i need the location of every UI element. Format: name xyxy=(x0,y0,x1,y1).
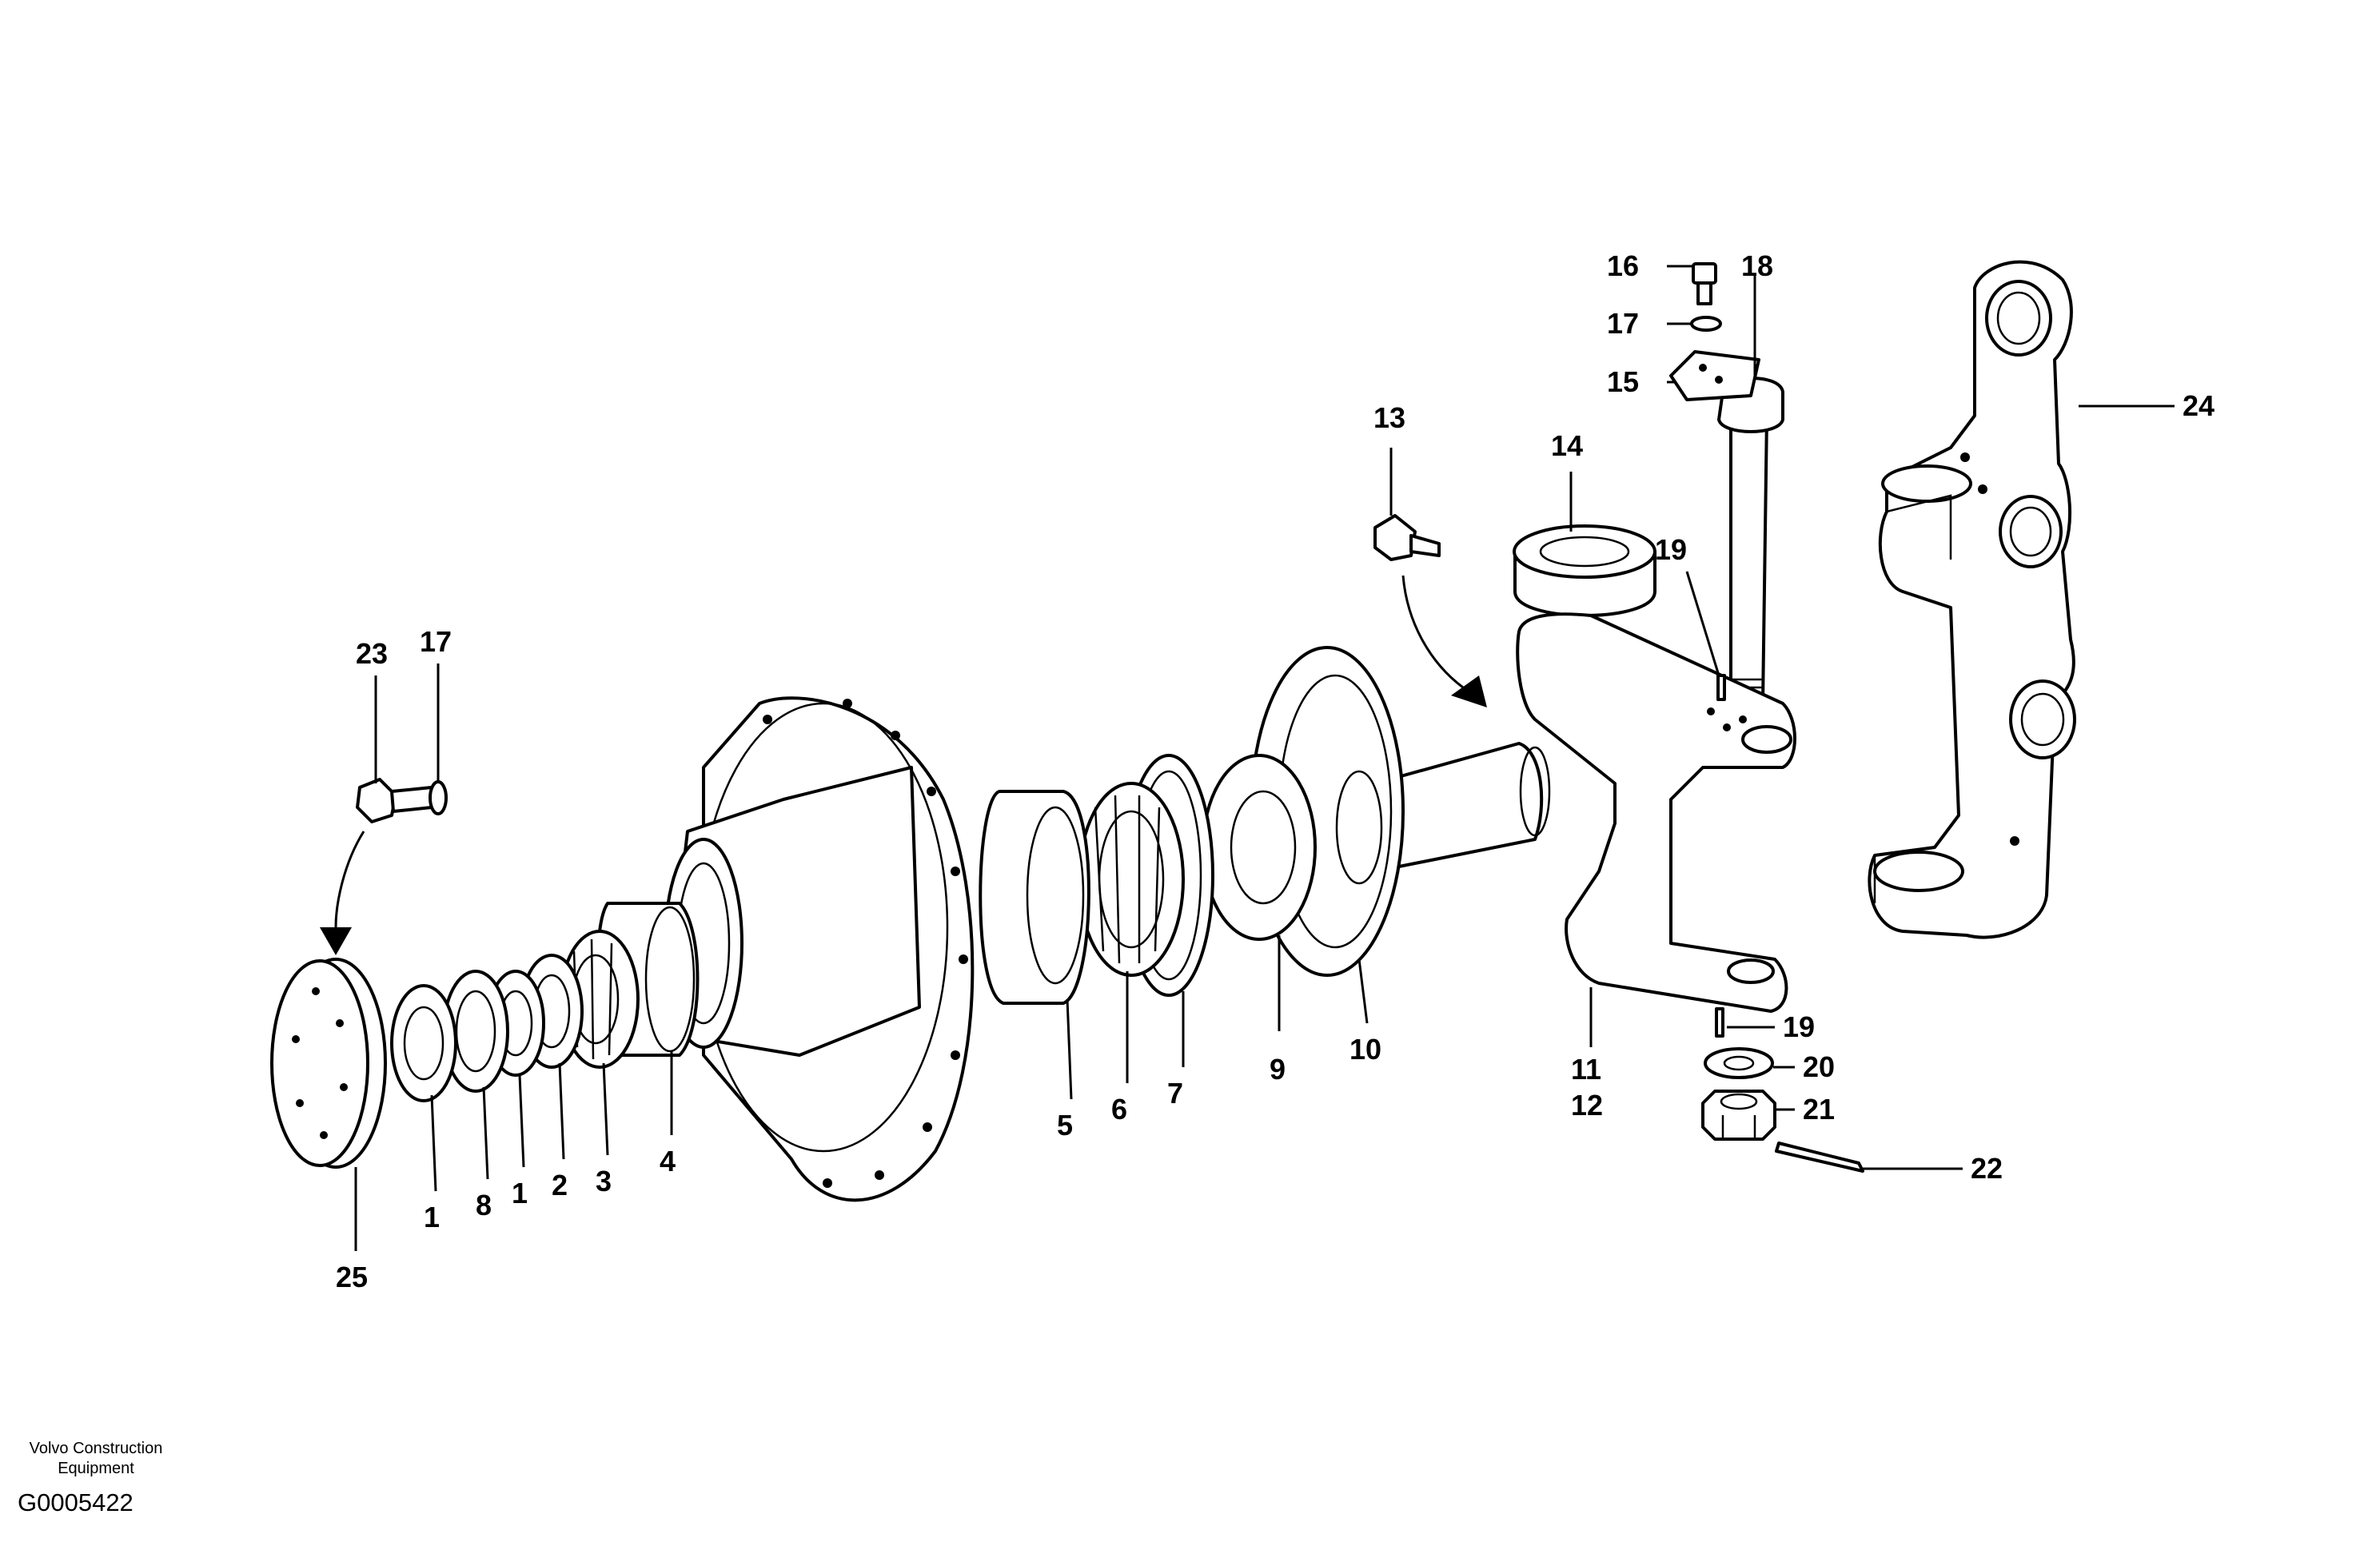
footer: Volvo Construction Equipment G0005422 xyxy=(18,1440,162,1516)
label-1-inner: 1 xyxy=(512,1177,528,1209)
label-20: 20 xyxy=(1803,1050,1835,1083)
part-11-12-steering-knuckle xyxy=(1373,612,1796,1013)
assembly-arrow-nipple xyxy=(1401,575,1487,707)
label-9: 9 xyxy=(1270,1053,1286,1086)
label-24: 24 xyxy=(2183,389,2215,422)
part-19-split-pin-bottom xyxy=(1715,1007,1724,1038)
label-17-top: 17 xyxy=(1607,307,1639,340)
part-25-hub-cap xyxy=(270,958,387,1169)
part-5-bearing-cup xyxy=(979,790,1090,1005)
label-3: 3 xyxy=(596,1165,612,1197)
label-5: 5 xyxy=(1057,1109,1073,1142)
label-22: 22 xyxy=(1971,1152,2003,1185)
part-22-cotter-pin xyxy=(1775,1142,1864,1173)
manufacturer-name-line1: Volvo Construction xyxy=(30,1440,163,1457)
part-17-washer-left xyxy=(429,780,448,815)
part-19-split-pin-top xyxy=(1716,674,1726,701)
label-19-bottom: 19 xyxy=(1783,1010,1815,1043)
part-9-seal xyxy=(1202,754,1317,941)
part-24-knuckle-bracket xyxy=(1868,260,2076,939)
label-23: 23 xyxy=(356,637,388,670)
part-21-castle-nut xyxy=(1701,1090,1776,1141)
label-6: 6 xyxy=(1111,1093,1127,1126)
label-14: 14 xyxy=(1551,429,1583,462)
part-labels: 16 17 15 18 13 14 19 24 23 17 19 20 21 2… xyxy=(336,249,2215,1293)
label-10: 10 xyxy=(1349,1033,1381,1066)
part-1-nut-outer xyxy=(390,984,457,1102)
part-13-grease-nipple xyxy=(1373,514,1441,561)
label-16: 16 xyxy=(1607,249,1639,282)
label-25: 25 xyxy=(336,1261,368,1293)
label-17-left: 17 xyxy=(420,625,452,658)
label-19-top: 19 xyxy=(1655,533,1687,566)
part-20-washer xyxy=(1704,1047,1774,1079)
label-2: 2 xyxy=(552,1169,568,1201)
leader-lines xyxy=(354,265,2175,1251)
manufacturer-name-line2: Equipment xyxy=(58,1460,134,1477)
part-23-bolt xyxy=(356,778,433,823)
wheel-hub xyxy=(664,696,975,1202)
part-16-bolt xyxy=(1692,262,1717,305)
assembly-arrow-bolt xyxy=(320,831,365,955)
drawing-code: G0005422 xyxy=(18,1488,134,1516)
part-18-king-pin xyxy=(1717,377,1784,715)
label-15: 15 xyxy=(1607,365,1639,398)
part-15-lock-plate xyxy=(1669,350,1760,401)
label-21: 21 xyxy=(1803,1093,1835,1126)
label-11: 11 xyxy=(1571,1053,1601,1086)
label-4: 4 xyxy=(660,1145,676,1177)
part-6-roller-bearing xyxy=(1078,782,1185,977)
label-7: 7 xyxy=(1167,1077,1183,1110)
label-8: 8 xyxy=(476,1189,492,1221)
label-13: 13 xyxy=(1373,401,1405,434)
label-18: 18 xyxy=(1741,249,1773,282)
part-14-bush xyxy=(1513,524,1656,617)
label-12: 12 xyxy=(1571,1089,1603,1122)
part-17-washer-top xyxy=(1690,316,1722,332)
label-1-outer: 1 xyxy=(424,1201,440,1233)
